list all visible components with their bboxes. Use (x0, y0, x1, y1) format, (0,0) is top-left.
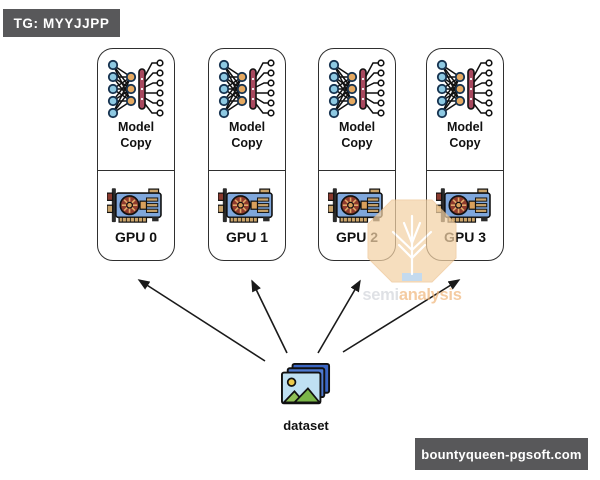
arrow-to-gpu3 (342, 279, 461, 353)
neural-network-icon (107, 59, 164, 119)
gpu-label: GPU 1 (225, 229, 268, 245)
gpu-box-2: Model Copy GPU 2 (318, 48, 396, 261)
neural-network-icon (328, 59, 385, 119)
box-divider (209, 170, 285, 171)
model-copy-label: Model Copy (117, 120, 155, 150)
site-badge: bountyqueen-pgsoft.com (415, 438, 588, 470)
arrow-to-gpu0 (137, 279, 266, 362)
gpu-box-1: Model Copy GPU 1 (208, 48, 286, 261)
dataset-node: dataset (276, 362, 336, 433)
arrow-to-gpu2 (317, 279, 361, 354)
image-stack-icon (281, 362, 331, 405)
gpu-box-3: Model Copy GPU 3 (426, 48, 504, 261)
dataset-label: dataset (283, 418, 329, 433)
gpu-label: GPU 0 (114, 229, 157, 245)
tag-badge: TG: MYYJJPP (3, 9, 120, 37)
model-copy-label: Model Copy (446, 120, 484, 150)
gpu-card-icon (328, 188, 383, 223)
box-divider (427, 170, 503, 171)
gpu-card-icon (436, 188, 491, 223)
model-copy-label: Model Copy (338, 120, 376, 150)
model-copy-label: Model Copy (228, 120, 266, 150)
box-divider (98, 170, 174, 171)
box-divider (319, 170, 395, 171)
watermark-text-semi: semi (362, 286, 398, 304)
gpu-box-0: Model Copy GPU 0 (97, 48, 175, 261)
gpu-label: GPU 2 (335, 229, 378, 245)
arrow-to-gpu1 (251, 279, 288, 354)
watermark-text-analysis: analysis (399, 286, 462, 304)
svg-text:semianalysis: semianalysis (362, 286, 461, 304)
neural-network-icon (436, 59, 493, 119)
gpu-card-icon (218, 188, 273, 223)
gpu-card-icon (107, 188, 162, 223)
neural-network-icon (218, 59, 275, 119)
gpu-label: GPU 3 (443, 229, 486, 245)
